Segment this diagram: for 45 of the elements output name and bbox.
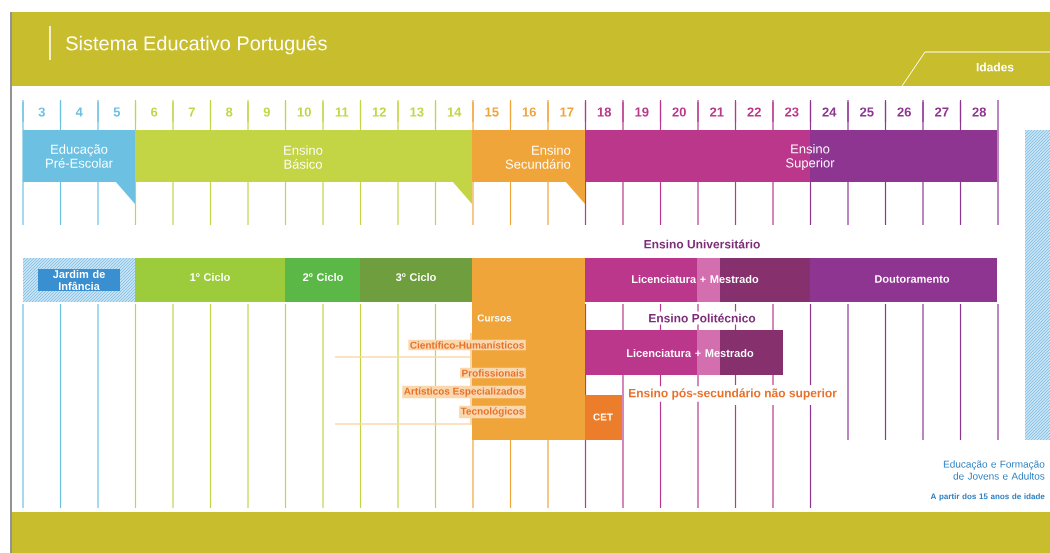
- age-number: 11: [335, 107, 349, 117]
- age-number: 3: [38, 107, 45, 117]
- age-number: 6: [151, 107, 158, 117]
- age-number: 4: [75, 107, 83, 117]
- section-heading: Ensino pós-secundário não superior: [626, 386, 839, 402]
- age-number: 7: [188, 107, 195, 117]
- age-number: 5: [113, 107, 121, 117]
- course-name: Profissionais: [460, 367, 526, 379]
- stage-band: Educação Pré-Escolar: [23, 130, 135, 204]
- stage-band: Ensino Superior: [585, 130, 997, 182]
- age-number: 23: [785, 107, 799, 117]
- age-number: 10: [297, 107, 311, 117]
- age-number: 18: [597, 107, 612, 117]
- level-bar: CET: [585, 395, 622, 440]
- age-number: 27: [935, 107, 949, 117]
- level-bar: Jardim de Infância: [38, 268, 120, 292]
- age-number: 9: [263, 107, 270, 117]
- age-number: 24: [822, 107, 837, 117]
- age-number: 25: [860, 107, 874, 117]
- age-number: 28: [972, 107, 987, 117]
- side-caption: A partir dos 15 anos de idade: [930, 493, 1045, 501]
- age-number: 14: [447, 107, 462, 117]
- age-number: 12: [372, 107, 386, 117]
- level-bar: Licenciatura + Mestrado: [585, 258, 810, 302]
- title: Sistema Educativo Português: [66, 35, 327, 55]
- level-bar: Licenciatura + Mestrado: [585, 330, 783, 375]
- age-number: 21: [710, 107, 724, 117]
- age-number: 19: [635, 107, 649, 117]
- side-caption: Educação e Formação de Jovens e Adultos: [943, 460, 1045, 480]
- level-bar: 1º Ciclo: [135, 258, 285, 302]
- age-number: 13: [410, 107, 424, 117]
- course-name: Científico-Humanísticos: [408, 339, 526, 351]
- age-number: 26: [897, 107, 911, 117]
- age-number: 16: [522, 107, 536, 117]
- age-number: 17: [560, 107, 574, 117]
- stage-band: Ensino Secundário: [472, 130, 585, 204]
- age-number: 20: [672, 107, 686, 117]
- age-number: 22: [747, 107, 761, 117]
- level-bar: 2º Ciclo: [285, 258, 360, 302]
- age-number: 15: [485, 107, 499, 117]
- age-number: 8: [226, 107, 233, 117]
- stage-band: Ensino Básico: [135, 130, 472, 204]
- level-bar: 3º Ciclo: [360, 258, 472, 302]
- level-bar: Doutoramento: [810, 258, 997, 302]
- axis-title: Idades: [976, 62, 1014, 72]
